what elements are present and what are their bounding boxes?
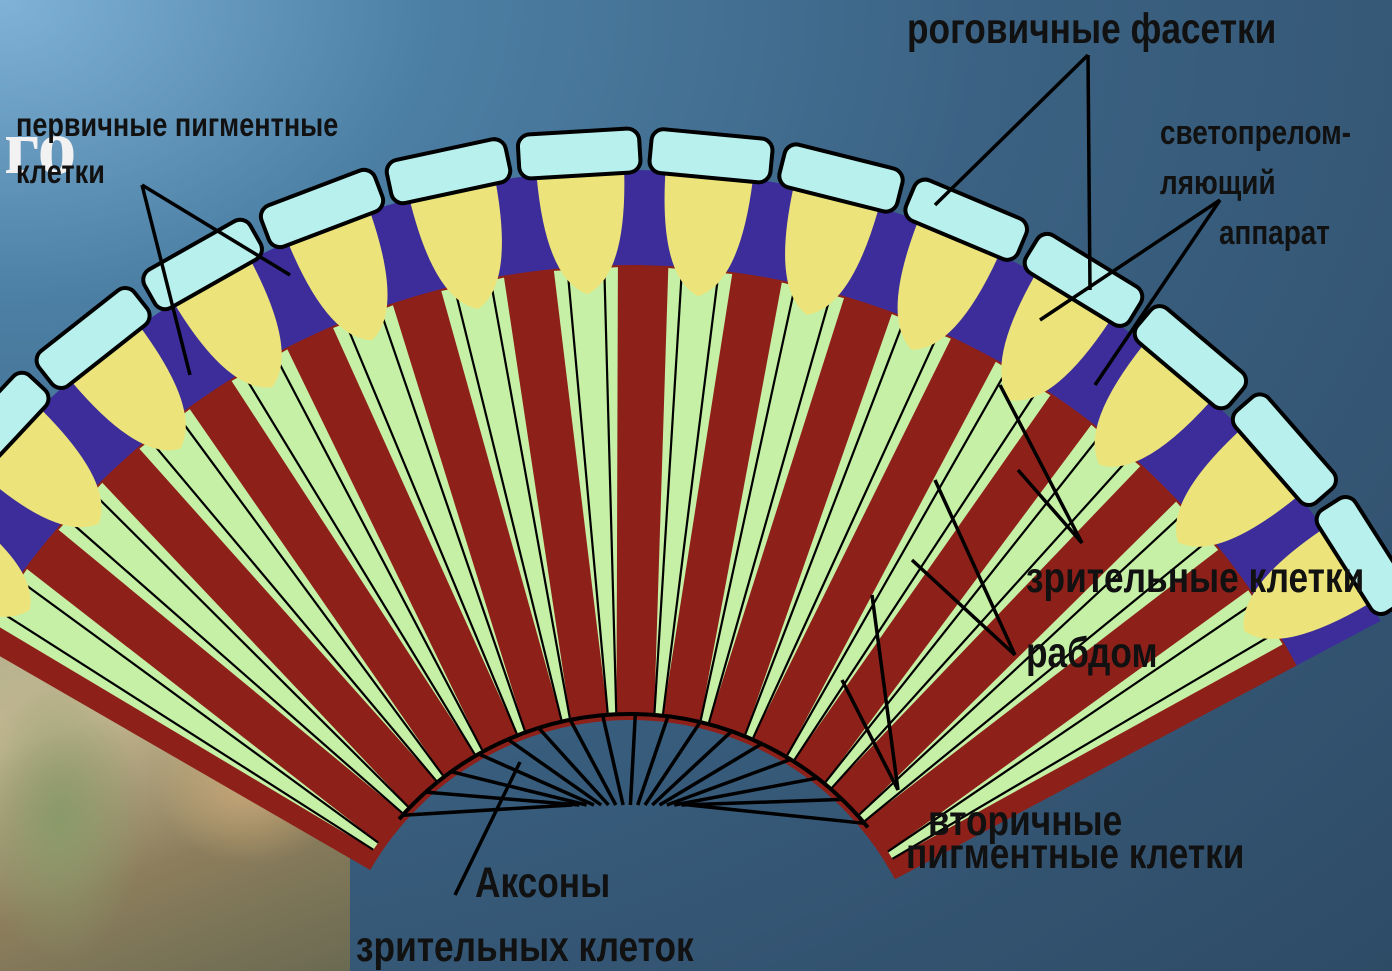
label-primary-pigment-line2: клетки (16, 155, 105, 188)
label-primary-pigment-line1: первичные пигментные (16, 108, 338, 141)
leader-corneal-facets-1 (935, 55, 1088, 205)
label-light-refracting-line2: ляющий (1160, 166, 1276, 200)
facet-lens (648, 128, 773, 183)
label-light-refracting-line1: светопрелом- (1160, 116, 1351, 150)
label-rhabdom: рабдом (1026, 632, 1158, 675)
label-secondary-pigment-line2: пигментные клетки (906, 833, 1244, 876)
corneal-facet (517, 128, 641, 179)
leader-corneal-facets-2 (1088, 55, 1090, 290)
label-light-refracting-line3: аппарат (1219, 216, 1330, 250)
label-axons-line1: Аксоны (475, 862, 610, 905)
axon-line (603, 715, 623, 805)
label-axons-line2: зрительных клеток (356, 926, 694, 969)
axon-line (403, 805, 572, 815)
axon-line (689, 805, 865, 823)
axon-line (570, 720, 615, 805)
label-corneal-facets: роговичные фасетки (907, 8, 1276, 51)
axon-line (630, 714, 635, 805)
corneal-facet (648, 128, 773, 183)
facet-lens (517, 128, 641, 179)
label-visual-cells: зрительные клетки (1026, 557, 1364, 600)
axon-line (667, 759, 791, 805)
